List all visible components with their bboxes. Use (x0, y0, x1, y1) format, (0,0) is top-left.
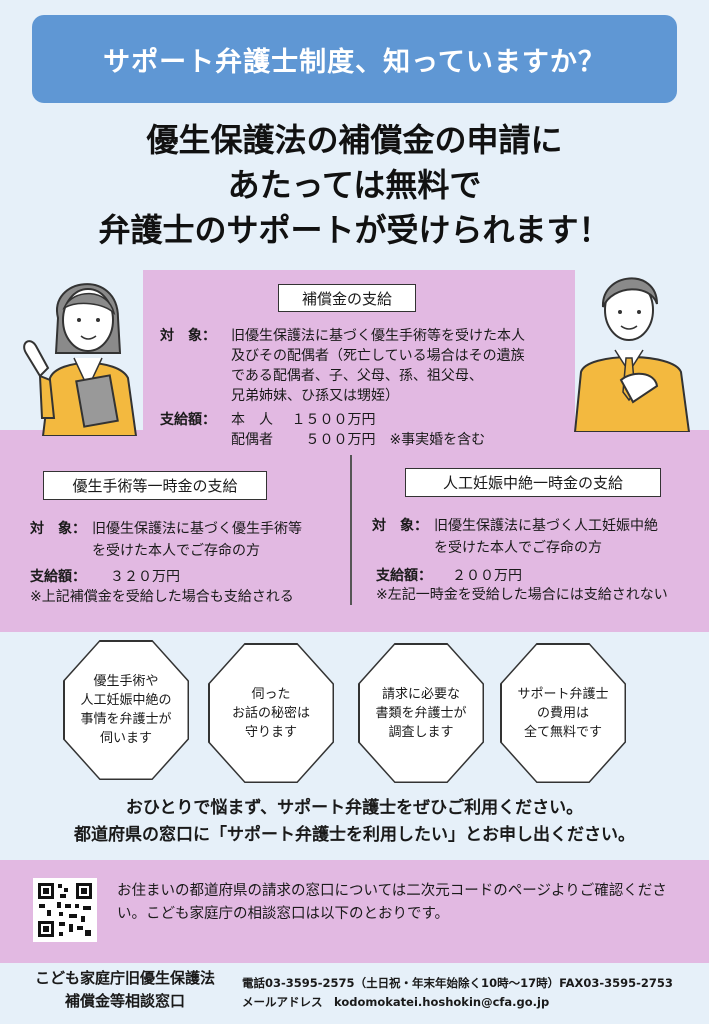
abortion-amount-label: 支給額： (376, 568, 432, 584)
call-to-action: おひとりで悩まず、サポート弁護士をぜひご利用ください。 都道府県の窓口に「サポー… (0, 795, 709, 849)
info-text: お住まいの都道府県の請求の窓口については二次元コードのページよりご確認ください。… (117, 883, 667, 922)
surgery-amount: ３２０万円 (110, 569, 180, 585)
grants-divider (350, 455, 352, 605)
compensation-amount-label: 支給額： (160, 412, 216, 428)
footer-phone[interactable]: 電話03-3595-2575（土日祝・年末年始除く10時～17時）FAX03-3… (242, 976, 673, 990)
surgery-target-line: 旧優生保護法に基づく優生手術等 (92, 521, 302, 537)
surgery-amount-label: 支給額： (30, 569, 86, 585)
compensation-target-label: 対 象： (160, 328, 216, 344)
footer-org-line-1: こども家庭庁旧優生保護法 (34, 969, 215, 987)
feature-text: 伺った お話の秘密は 守ります (231, 686, 310, 740)
compensation-target-line: 及びその配偶者（死亡している場合はその遺族 (231, 348, 525, 364)
compensation-target-line: 兄弟姉妹、ひ孫又は甥姪） (231, 388, 399, 404)
footer-email[interactable]: メールアドレス kodomokatei.hoshokin@cfa.go.jp (242, 995, 550, 1009)
surgery-target-line: を受けた本人でご存命の方 (92, 543, 260, 559)
compensation-amount-spouse: 配偶者 ５００万円 ※事実婚を含む (231, 432, 486, 448)
abortion-note: ※左記一時金を受給した場合には支給されない (376, 587, 668, 603)
feature-octagon: 請求に必要な 書類を弁護士が 調査します (358, 643, 484, 783)
compensation-target-line: 旧優生保護法に基づく優生手術等を受けた本人 (231, 328, 525, 344)
compensation-target-line: である配偶者、子、父母、孫、祖父母、 (231, 368, 483, 384)
surgery-note: ※上記補償金を受給した場合も支給される (30, 589, 294, 605)
woman-illustration (23, 283, 138, 436)
grants-panel (0, 430, 709, 632)
feature-text: サポート弁護士 の費用は 全て無料です (517, 686, 609, 740)
headline: 優生保護法の補償金の申請に あたっては無料で 弁護士のサポートが受けられます！ (0, 118, 709, 253)
feature-text: 優生手術や 人工妊娠中絶の 事情を弁護士が 伺います (80, 674, 172, 746)
headline-line-3: 弁護士のサポートが受けられます！ (98, 211, 611, 249)
surgery-target-label: 対 象： (30, 521, 86, 537)
feature-octagon: 優生手術や 人工妊娠中絶の 事情を弁護士が 伺います (63, 640, 189, 780)
feature-text: 請求に必要な 書類を弁護士が 調査します (375, 686, 467, 740)
surgery-grant-title: 優生手術等一時金の支給 (43, 471, 267, 500)
compensation-title: 補償金の支給 (278, 284, 416, 312)
call-to-action-line-1: おひとりで悩まず、サポート弁護士をぜひご利用ください。 (125, 798, 584, 818)
abortion-amount: ２００万円 (452, 568, 522, 584)
feature-octagon: サポート弁護士 の費用は 全て無料です (500, 643, 626, 783)
call-to-action-line-2: 都道府県の窓口に「サポート弁護士を利用したい」とお申し出ください。 (74, 825, 635, 845)
header-banner: サポート弁護士制度、知っていますか？ (32, 15, 677, 103)
qr-code-icon[interactable] (33, 878, 97, 942)
compensation-amount-self: 本 人 １５００万円 (231, 412, 376, 428)
abortion-grant-title: 人工妊娠中絶一時金の支給 (405, 468, 661, 497)
headline-line-2: あたっては無料で (227, 166, 482, 204)
footer-org-line-2: 補償金等相談窓口 (64, 992, 185, 1010)
banner-title: サポート弁護士制度、知っていますか？ (103, 46, 606, 78)
footer-organization: こども家庭庁旧優生保護法 補償金等相談窓口 (14, 967, 236, 1013)
man-illustration (573, 277, 691, 432)
abortion-target-line: 旧優生保護法に基づく人工妊娠中絶 (434, 518, 658, 534)
info-panel (0, 860, 709, 963)
feature-octagon: 伺った お話の秘密は 守ります (208, 643, 334, 783)
abortion-target-label: 対 象： (372, 518, 428, 534)
headline-line-1: 優生保護法の補償金の申請に (146, 121, 563, 159)
abortion-target-line: を受けた本人でご存命の方 (434, 540, 602, 556)
